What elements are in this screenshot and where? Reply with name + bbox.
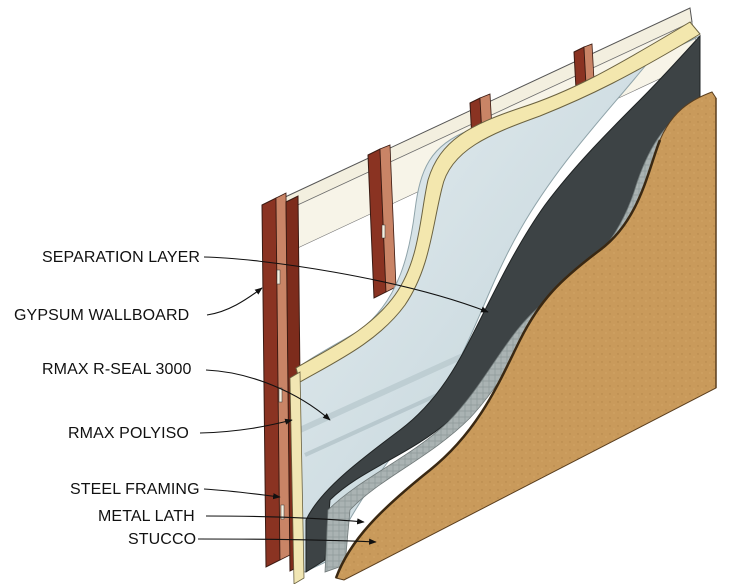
leader-rmax-polyiso	[199, 418, 293, 434]
leader-gypsum-wallboard	[206, 287, 263, 316]
label-gypsum-wallboard: GYPSUM WALLBOARD	[14, 307, 189, 324]
leader-lines	[197, 256, 489, 545]
rmax-r-seal-3000-layer	[289, 21, 701, 584]
callout-labels: SEPARATION LAYER GYPSUM WALLBOARD RMAX R…	[14, 249, 200, 548]
leader-metal-lath	[205, 515, 365, 525]
label-stucco: STUCCO	[128, 531, 196, 548]
label-steel-framing: STEEL FRAMING	[70, 481, 200, 498]
label-separation-layer: SEPARATION LAYER	[42, 249, 200, 266]
leader-stucco	[197, 538, 377, 545]
leader-rmax-r-seal-3000	[205, 369, 331, 421]
label-rmax-polyiso: RMAX POLYISO	[68, 425, 189, 442]
label-rmax-r-seal-3000: RMAX R-SEAL 3000	[42, 361, 192, 378]
leader-separation-layer	[203, 256, 489, 313]
label-metal-lath: METAL LATH	[98, 508, 195, 525]
leader-steel-framing	[203, 488, 281, 500]
stucco-band	[334, 91, 717, 581]
